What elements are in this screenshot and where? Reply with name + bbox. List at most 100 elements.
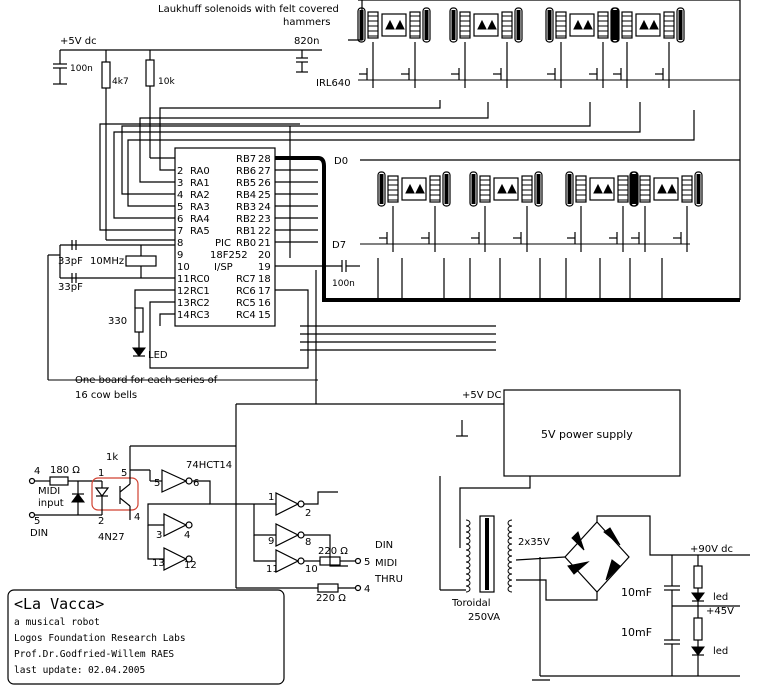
opto-label: 4N27 [98, 532, 125, 543]
cap-33pf-1-label: 33pF [58, 256, 83, 267]
r-4k7-label: 4k7 [112, 77, 129, 87]
primary-winding [465, 585, 471, 593]
pic-pin-label: RA1 [190, 178, 210, 189]
flyback-diode [507, 183, 517, 194]
pic-pin-label: RC1 [190, 286, 210, 297]
hammers-label: hammers [283, 17, 330, 28]
solenoid-coil [442, 171, 451, 207]
pin-g3: 3 [156, 530, 162, 541]
pic-pin-number: 9 [177, 250, 183, 261]
pic-pin-number: 19 [258, 262, 271, 273]
pic-pin-number: 3 [177, 178, 183, 189]
gate-chip-label: 74HCT14 [186, 460, 232, 471]
secondary-winding [507, 549, 513, 557]
inverter-gate-1-2 [275, 492, 300, 516]
solenoid-coil [629, 171, 638, 207]
note-line1: One board for each series of [75, 375, 218, 386]
solenoid-pair [377, 171, 451, 252]
led-pic-label: LED [148, 350, 168, 361]
pic-pin-number: 2 [177, 166, 183, 177]
pin-g1: 1 [268, 492, 274, 503]
psu-label: 5V power supply [541, 428, 633, 441]
pic-pin-label: RA4 [190, 214, 210, 225]
primary-winding [465, 525, 471, 533]
solenoid-coil [545, 7, 554, 43]
pic-pin-number: 17 [258, 286, 271, 297]
cap-820n-label: 820n [294, 36, 319, 47]
resistor-10k [145, 59, 155, 87]
solenoid-winding [479, 175, 491, 203]
pic-pin-label: RB4 [236, 190, 256, 201]
flyback-diode [649, 19, 659, 30]
pic-pin-label: RC3 [190, 310, 210, 321]
secondary-winding [507, 567, 513, 575]
midi-input-label-2: input [38, 498, 64, 509]
secondary-winding [507, 519, 513, 527]
solenoid-winding [639, 175, 651, 203]
pic-name: PIC [215, 238, 231, 249]
pin-g8: 8 [305, 537, 311, 548]
pic-pin-number: 13 [177, 298, 190, 309]
pic-pin-number: 21 [258, 238, 271, 249]
pic-isp: I/SP [214, 262, 233, 273]
title-block: <La Vacca> a musical robot Logos Foundat… [7, 589, 285, 685]
pic-pin-number: 15 [258, 310, 271, 321]
psu-box [503, 389, 681, 477]
primary-winding [465, 519, 471, 527]
flyback-diode [395, 19, 405, 30]
solenoid-pair [611, 7, 685, 88]
primary-winding [465, 567, 471, 575]
inverter-gate-5-6 [161, 469, 188, 493]
pin-g2: 2 [305, 508, 311, 519]
pin-in5: 5 [34, 516, 40, 527]
solenoid-pair [629, 171, 703, 252]
pin-out5: 5 [364, 557, 370, 568]
r-220-2-label: 220 Ω [316, 593, 346, 604]
solenoid-bank-top [357, 0, 740, 88]
supply-45v-label: +45V [706, 606, 734, 617]
resistor-220-2 [317, 583, 339, 593]
primary-winding [465, 531, 471, 539]
note-line2: 16 cow bells [75, 390, 137, 401]
pic-pin-label: RB2 [236, 214, 256, 225]
pic-pin-label: RA2 [190, 190, 210, 201]
bus-d7-label: D7 [332, 240, 346, 251]
data-bus: D0 D7 100n [275, 156, 741, 351]
lab: Logos Foundation Research Labs [14, 633, 186, 644]
pin-g13: 13 [152, 558, 165, 569]
oscillator: 33pF 33pF 10MHz [47, 240, 175, 380]
solenoid-pair [449, 7, 523, 88]
bus-d0-label: D0 [334, 156, 348, 167]
solenoid-winding [555, 11, 567, 39]
solenoid-coil [565, 171, 574, 207]
pic-pin-label: RB6 [236, 166, 256, 177]
resistor-4k7 [101, 61, 111, 89]
pic-pin-number: 25 [258, 190, 271, 201]
primary-winding [465, 573, 471, 581]
crystal [125, 255, 157, 267]
primary-winding [465, 543, 471, 551]
solenoid-winding [501, 11, 513, 39]
pic-pin-label: RB7 [236, 154, 256, 165]
pic-pin-number: 18 [258, 274, 271, 285]
din-in-label: DIN [30, 528, 48, 539]
toroidal-va-label: 250VA [468, 612, 500, 623]
pic-pin-number: 20 [258, 250, 271, 261]
subtitle: a musical robot [14, 617, 100, 628]
solenoids-label: Laukhuff solenoids with felt covered [158, 4, 339, 15]
update-label: last update: [14, 665, 83, 676]
pic-body [174, 147, 276, 327]
pin-g4: 4 [184, 530, 190, 541]
r-220-1-label: 220 Ω [318, 546, 348, 557]
pin-g10: 10 [305, 564, 318, 575]
primary-winding [465, 555, 471, 563]
pic-pin-label: RC6 [236, 286, 256, 297]
pic-pin-number: 26 [258, 178, 271, 189]
mosfet-label: IRL640 [316, 78, 351, 89]
title: <La Vacca> [14, 595, 104, 613]
flyback-diode [657, 183, 667, 194]
secondary-winding [507, 561, 513, 569]
crystal-label: 10MHz [90, 256, 124, 267]
